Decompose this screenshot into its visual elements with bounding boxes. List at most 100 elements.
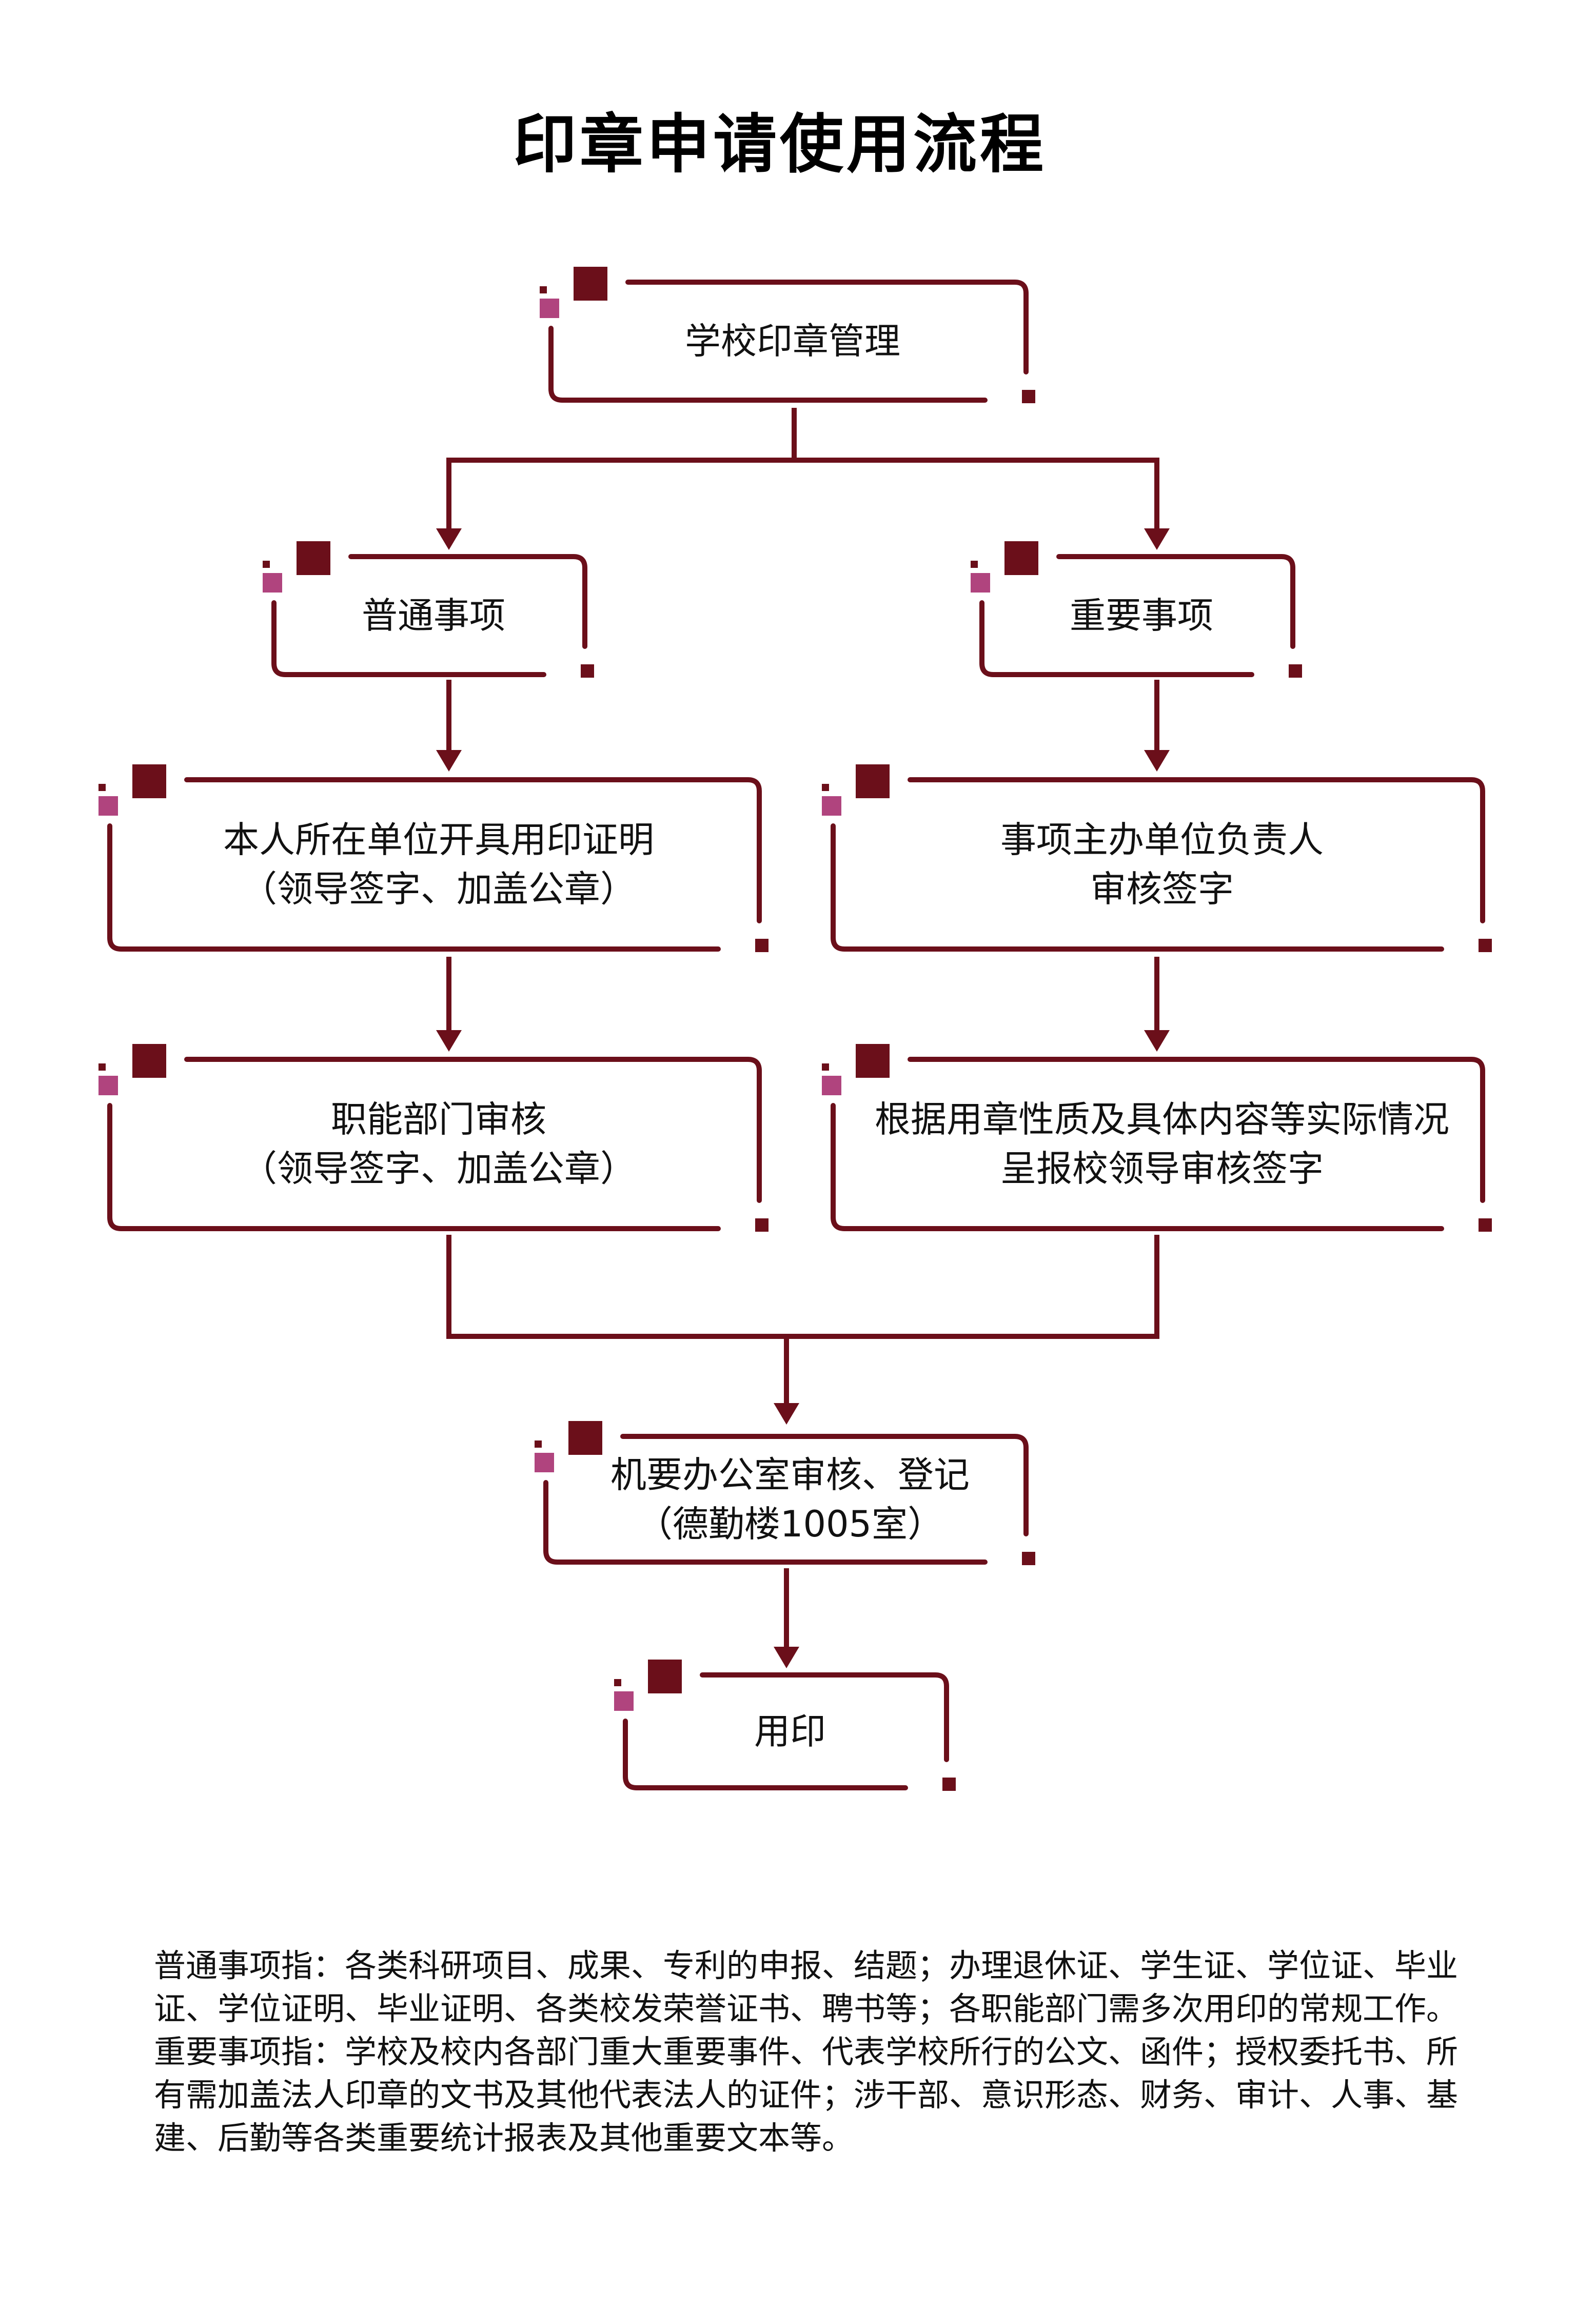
node-outline xyxy=(543,1434,1029,1565)
node-frame xyxy=(98,764,769,952)
node-label-line: 事项主办单位负责人 xyxy=(1000,819,1324,861)
note-important-matters: 重要事项指：学校及校内各部门重大重要事件、代表学校所行的公文、函件；授权委托书、… xyxy=(154,2033,1459,2157)
connector-merge xyxy=(446,1235,1159,1406)
accent-square-corner xyxy=(581,664,594,678)
accent-square-pink xyxy=(614,1691,634,1711)
accent-square-large xyxy=(132,764,166,798)
accent-square-large xyxy=(574,267,607,301)
node-label: 机要办公室审核、登记 （德勤楼1005室） xyxy=(534,1421,1047,1577)
accent-square-tiny xyxy=(535,1440,542,1448)
accent-square-corner xyxy=(1022,390,1035,403)
accent-square-large xyxy=(856,764,890,798)
node-frame xyxy=(971,541,1302,678)
accent-square-pink xyxy=(98,796,118,816)
accent-square-large xyxy=(648,1660,682,1693)
accent-square-large xyxy=(856,1044,890,1078)
accent-square-tiny xyxy=(98,1063,106,1071)
node-label: 本人所在单位开具用印证明 （领导签字、加盖公章） xyxy=(97,764,780,964)
accent-square-pink xyxy=(263,573,282,593)
node-label-line: 用印 xyxy=(754,1710,826,1752)
node-frame xyxy=(822,1044,1492,1232)
node-outline xyxy=(548,280,1029,403)
arrowhead-use xyxy=(774,1647,799,1668)
node-label: 用印 xyxy=(613,1660,967,1803)
definitions-notes: 普通事项指：各类科研项目、成果、专利的申报、结题；办理退休证、学生证、学位证、毕… xyxy=(154,1944,1488,2160)
arrowhead-office xyxy=(774,1403,799,1425)
node-label-line: 本人所在单位开具用印证明 xyxy=(223,819,654,861)
accent-square-corner xyxy=(1479,939,1492,952)
node-label: 职能部门审核 （领导签字、加盖公章） xyxy=(97,1044,780,1244)
accent-square-large xyxy=(1004,541,1038,575)
arrowhead-normal-step2 xyxy=(436,1030,462,1052)
node-outline xyxy=(271,554,587,677)
node-label-line: 审核签字 xyxy=(1090,868,1234,910)
node-label: 学校印章管理 xyxy=(539,267,1047,416)
node-leader-review: 根据用章性质及具体内容等实际情况 呈报校领导审核签字 xyxy=(821,1044,1503,1244)
node-confidential-office: 机要办公室审核、登记 （德勤楼1005室） xyxy=(534,1421,1047,1577)
connector-start-split xyxy=(446,408,1159,463)
node-department-review: 职能部门审核 （领导签字、加盖公章） xyxy=(97,1044,780,1244)
note-normal-matters: 普通事项指：各类科研项目、成果、专利的申报、结题；办理退休证、学生证、学位证、毕… xyxy=(154,1947,1459,2027)
accent-square-pink xyxy=(540,299,559,318)
node-frame xyxy=(822,764,1492,952)
accent-square-large xyxy=(132,1044,166,1078)
accent-square-corner xyxy=(1479,1218,1492,1232)
node-frame xyxy=(98,1044,769,1232)
accent-square-pink xyxy=(822,1076,841,1095)
node-label-line: 职能部门审核 xyxy=(331,1098,546,1140)
accent-square-corner xyxy=(755,939,769,952)
node-outline xyxy=(831,1057,1485,1231)
accent-square-tiny xyxy=(98,784,106,791)
accent-square-pink xyxy=(971,573,990,593)
accent-square-corner xyxy=(942,1778,956,1791)
arrowhead-normal xyxy=(436,528,462,550)
node-label-line: （领导签字、加盖公章） xyxy=(241,868,636,910)
page-title: 印章申请使用流程 xyxy=(513,108,1047,182)
accent-square-tiny xyxy=(263,561,270,568)
accent-square-tiny xyxy=(540,286,547,293)
accent-square-pink xyxy=(535,1453,554,1472)
accent-square-pink xyxy=(822,796,841,816)
accent-square-tiny xyxy=(822,1063,829,1071)
accent-square-corner xyxy=(1022,1552,1035,1565)
node-seal-management: 学校印章管理 xyxy=(539,267,1047,416)
node-label-line: 学校印章管理 xyxy=(685,320,900,362)
node-label: 重要事项 xyxy=(970,541,1313,690)
accent-square-corner xyxy=(1289,664,1302,678)
node-label-line: （德勤楼1005室） xyxy=(636,1503,944,1545)
node-outline xyxy=(623,1672,949,1790)
accent-square-large xyxy=(568,1421,602,1455)
accent-square-corner xyxy=(755,1218,769,1232)
node-outline xyxy=(107,1057,762,1231)
accent-square-pink xyxy=(98,1076,118,1095)
node-frame xyxy=(535,1421,1035,1565)
node-outline xyxy=(831,777,1485,952)
accent-square-large xyxy=(297,541,330,575)
node-frame xyxy=(540,267,1035,403)
node-outline xyxy=(107,777,762,952)
node-label-line: 机要办公室审核、登记 xyxy=(610,1453,970,1496)
node-use-seal: 用印 xyxy=(613,1660,967,1803)
arrowhead-important-step2 xyxy=(1144,1030,1170,1052)
accent-square-tiny xyxy=(822,784,829,791)
node-host-unit-sign: 事项主办单位负责人 审核签字 xyxy=(821,764,1503,964)
node-outline xyxy=(979,554,1295,677)
accent-square-tiny xyxy=(971,561,978,568)
node-label-line: 重要事项 xyxy=(1070,595,1213,637)
node-unit-certificate: 本人所在单位开具用印证明 （领导签字、加盖公章） xyxy=(97,764,780,964)
node-label: 根据用章性质及具体内容等实际情况 呈报校领导审核签字 xyxy=(821,1044,1503,1244)
node-label-line: （领导签字、加盖公章） xyxy=(241,1148,636,1190)
arrowhead-important xyxy=(1144,528,1170,550)
node-label: 普通事项 xyxy=(262,541,605,690)
node-label-line: 呈报校领导审核签字 xyxy=(1000,1148,1324,1190)
accent-square-tiny xyxy=(614,1679,621,1686)
node-important-matters: 重要事项 xyxy=(970,541,1313,690)
node-label: 事项主办单位负责人 审核签字 xyxy=(821,764,1503,964)
node-frame xyxy=(614,1660,956,1791)
node-label-line: 根据用章性质及具体内容等实际情况 xyxy=(875,1098,1449,1140)
node-label-line: 普通事项 xyxy=(362,595,505,637)
arrowhead-normal-step1 xyxy=(436,750,462,772)
node-frame xyxy=(263,541,594,678)
